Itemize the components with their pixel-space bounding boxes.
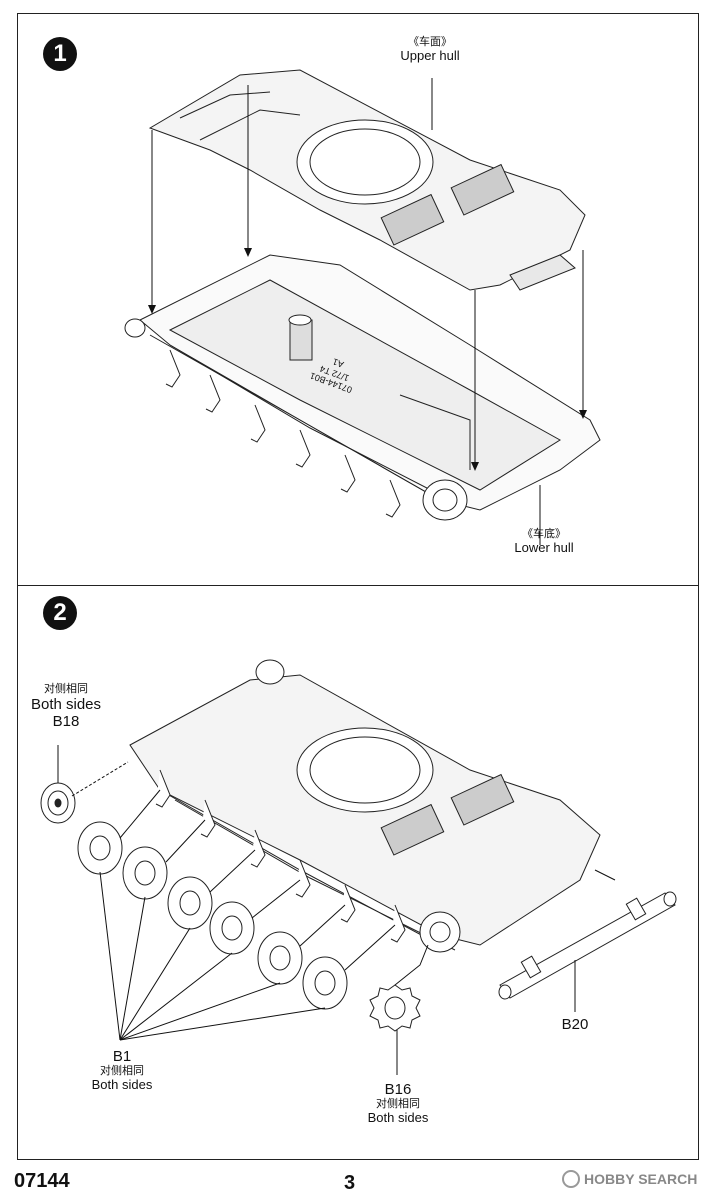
b16-drive-sprocket — [369, 984, 421, 1032]
step-1-badge: 1 — [43, 37, 77, 71]
watermark-text: HOBBY SEARCH — [584, 1171, 698, 1187]
step-1-number: 1 — [53, 40, 67, 67]
step-1-assembly-arrows — [151, 78, 584, 545]
kit-code: 07144 — [14, 1170, 70, 1192]
b20-part-number: B20 — [561, 1016, 589, 1033]
b1-road-wheels — [77, 821, 348, 1010]
upper-hull-engine-grille-2 — [450, 163, 515, 216]
assembled-hull-turret-ring — [296, 727, 434, 813]
page-number: 3 — [344, 1172, 356, 1194]
b16-part-number: B16 — [384, 1081, 412, 1098]
b18-both-sides-cn: 对侧相同 — [44, 683, 88, 695]
b1-part-number: B1 — [112, 1048, 132, 1065]
b18-idler-wheel — [40, 782, 76, 824]
step-2-suspension-arms — [155, 769, 406, 943]
upper-hull-label-cn: 《车面》 — [408, 36, 452, 48]
b16-both-sides-cn: 对侧相同 — [376, 1098, 420, 1111]
b18-part-number: B18 — [52, 712, 80, 730]
b18-both-sides-en: Both sides — [30, 695, 102, 713]
watermark-logo-icon — [562, 1170, 580, 1188]
b1-both-sides-en: Both sides — [91, 1076, 153, 1092]
step-2-number: 2 — [53, 599, 67, 626]
upper-hull-label-en: Upper hull — [400, 47, 460, 63]
upper-hull-turret-ring — [296, 119, 434, 205]
b16-both-sides-en: Both sides — [367, 1109, 429, 1125]
lower-hull-label-cn: 《车底》 — [522, 528, 566, 540]
b1-both-sides-cn: 对侧相同 — [100, 1065, 144, 1078]
lower-hull-label-en: Lower hull — [514, 539, 574, 555]
step-2-badge: 2 — [43, 596, 77, 630]
b20-unditching-beam — [498, 891, 677, 1000]
watermark: HOBBY SEARCH — [562, 1170, 697, 1188]
suspension-arms — [165, 349, 401, 518]
upper-hull-engine-grille-1 — [380, 193, 445, 246]
step-2-leader-lines — [57, 745, 616, 1075]
